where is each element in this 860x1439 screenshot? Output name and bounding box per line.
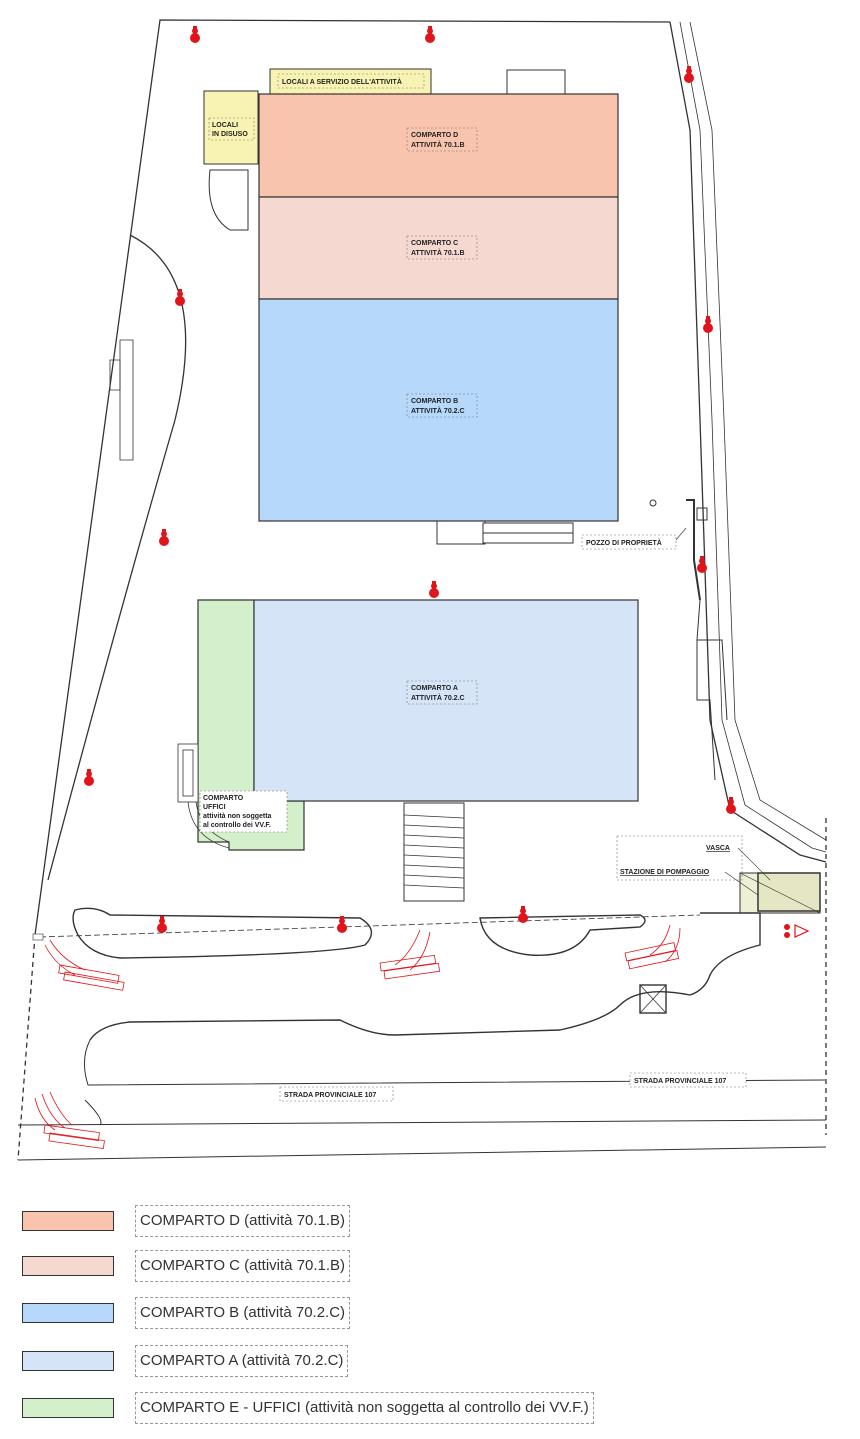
label-comparto-e-1: COMPARTO <box>203 795 244 802</box>
hydrant-icon <box>425 26 435 43</box>
label-locali-servizio: LOCALI A SERVIZIO DELL'ATTIVITÀ <box>282 77 402 86</box>
label-comparto-b-1: COMPARTO B <box>411 398 458 405</box>
site-plan: LOCALI A SERVIZIO DELL'ATTIVITÀ LOCALI I… <box>17 19 827 1161</box>
label-locali-disuso-1: LOCALI <box>212 122 238 129</box>
staircase <box>177 743 230 849</box>
label-comparto-c-1: COMPARTO C <box>411 240 458 247</box>
label-comparto-e-2: UFFICI <box>203 804 226 811</box>
label-comparto-c-2: ATTIVITÀ 70.1.B <box>411 248 465 257</box>
label-comparto-e-3: attività non soggetta <box>203 813 272 820</box>
locali-servizio-area <box>269 68 432 95</box>
legend-swatch-comparto-d <box>22 1211 114 1231</box>
comparto-c-area <box>258 196 619 300</box>
legend-label-comparto-c: COMPARTO C (attività 70.1.B) <box>135 1250 351 1282</box>
hydrant-icon <box>157 916 167 933</box>
hydrant-icon <box>84 769 94 786</box>
hydrant-icon <box>518 906 528 923</box>
label-stazione: STAZIONE DI POMPAGGIO <box>620 869 710 876</box>
hydrant-icon <box>697 556 707 573</box>
legend-label-comparto-d: COMPARTO D (attività 70.1.B) <box>135 1205 351 1237</box>
legend-swatch-comparto-b <box>22 1303 114 1323</box>
comparto-d-area <box>258 93 619 198</box>
plan-labels: LOCALI A SERVIZIO DELL'ATTIVITÀ LOCALI I… <box>199 73 771 1102</box>
label-comparto-d-2: ATTIVITÀ 70.1.B <box>411 140 465 149</box>
locali-disuso-area <box>203 90 259 165</box>
label-comparto-e-4: al controllo dei VV.F. <box>203 822 271 829</box>
vehicle-turning-paths <box>34 924 681 1150</box>
label-vasca: VASCA <box>706 845 730 852</box>
comparto-b-area <box>258 298 619 522</box>
label-comparto-b-2: ATTIVITÀ 70.2.C <box>411 406 465 415</box>
hydrant-markers <box>84 26 736 933</box>
hydrant-icon <box>703 316 713 333</box>
hydrant-icon <box>684 66 694 83</box>
label-strada-1: STRADA PROVINCIALE 107 <box>284 1092 376 1099</box>
legend-swatch-comparto-c <box>22 1256 114 1276</box>
hydrant-icon <box>190 26 200 43</box>
legend: COMPARTO D (attività 70.1.B) COMPARTO C … <box>0 1170 860 1439</box>
comparto-a-area <box>253 599 639 802</box>
legend-label-comparto-e: COMPARTO E - UFFICI (attività non sogget… <box>135 1392 594 1424</box>
road-layout <box>17 907 827 1161</box>
legend-label-comparto-a: COMPARTO A (attività 70.2.C) <box>135 1345 349 1377</box>
hydrant-icon <box>175 289 185 306</box>
label-comparto-d-1: COMPARTO D <box>411 132 458 139</box>
entrance-arrow-icon <box>784 924 810 938</box>
legend-swatch-comparto-e <box>22 1398 114 1418</box>
hydrant-icon <box>429 581 439 598</box>
legend-swatch-comparto-a <box>22 1351 114 1371</box>
left-access-road <box>47 234 187 881</box>
label-locali-disuso-2: IN DISUSO <box>212 131 248 138</box>
pumping-station <box>739 872 821 914</box>
label-comparto-a-1: COMPARTO A <box>411 685 458 692</box>
label-strada-2: STRADA PROVINCIALE 107 <box>634 1078 726 1085</box>
label-comparto-a-2: ATTIVITÀ 70.2.C <box>411 693 465 702</box>
misc-structures <box>208 69 728 902</box>
site-boundary <box>17 19 827 1161</box>
legend-label-comparto-b: COMPARTO B (attività 70.2.C) <box>135 1297 351 1329</box>
hydrant-icon <box>337 916 347 933</box>
hydrant-icon <box>726 797 736 814</box>
label-pozzo: POZZO DI PROPRIETÀ <box>586 538 662 547</box>
hydrant-icon <box>159 529 169 546</box>
